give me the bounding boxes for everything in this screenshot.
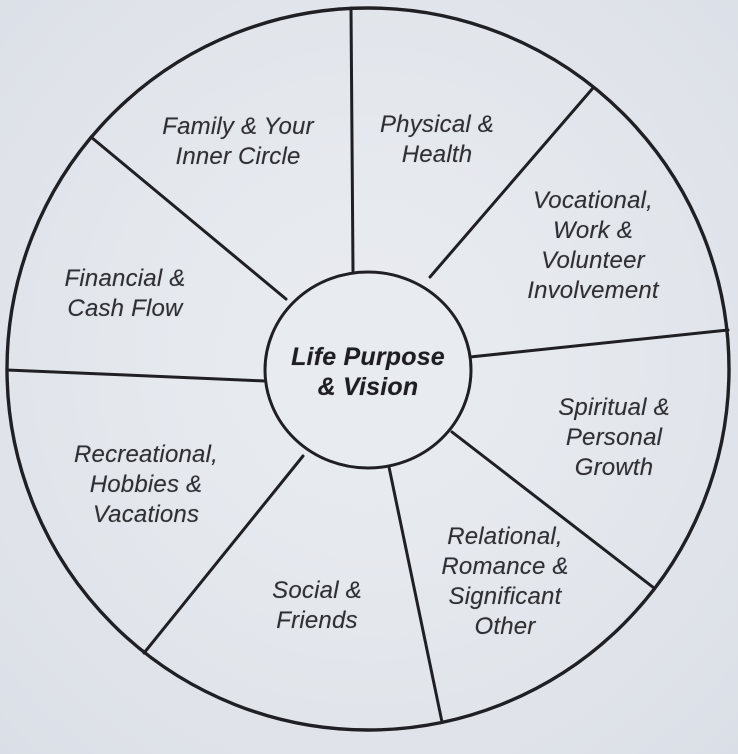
segment-label-vocational: Vocational, Work & Volunteer Involvement (527, 187, 659, 304)
spoke-spiritual-relational (450, 430, 656, 590)
spoke-social-recreational (142, 454, 305, 655)
segment-label-recreational: Recreational, Hobbies & Vacations (73, 441, 219, 528)
segment-label-financial: Financial & Cash Flow (64, 265, 186, 322)
spoke-relational-social (387, 465, 444, 724)
spoke-financial-family (89, 135, 288, 301)
segment-label-relational: Relational, Romance & Significant Other (441, 523, 569, 640)
spoke-vocational-spiritual (468, 328, 730, 359)
inner-circle (263, 270, 473, 470)
segment-label-physical: Physical & Health (379, 111, 495, 168)
spoke-physical-vocational (428, 86, 595, 279)
spoke-family-physical (349, 6, 355, 273)
spoke-recreational-financial (5, 368, 268, 383)
segment-label-family: Family & Your Inner Circle (162, 113, 314, 170)
segment-label-spiritual: Spiritual & Personal Growth (558, 394, 670, 481)
hub-label-life-purpose: Life Purpose & Vision (291, 343, 445, 401)
segment-label-social: Social & Friends (272, 577, 362, 634)
